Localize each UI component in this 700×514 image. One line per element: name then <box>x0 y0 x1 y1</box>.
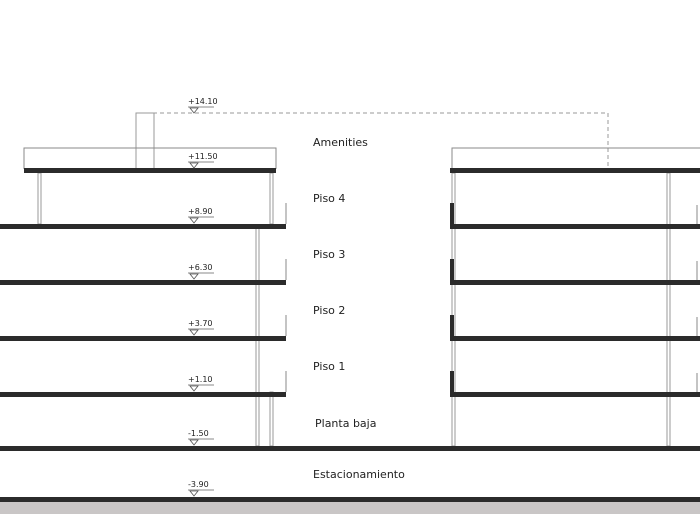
floor-label-piso-1: Piso 1 <box>313 360 345 373</box>
level-marker-8-90: +8.90 <box>188 207 214 224</box>
roof-tower <box>135 112 155 170</box>
parapet-left <box>23 147 277 169</box>
slab-piso2-left <box>0 336 286 341</box>
slab-piso2-right <box>450 336 700 341</box>
slab-amenities-left <box>24 168 276 173</box>
floor-label-amenities: Amenities <box>313 136 368 149</box>
level-label: -1.50 <box>188 429 209 438</box>
slab-piso4-right <box>450 224 700 229</box>
level-label: +3.70 <box>188 319 213 328</box>
slab-piso4-left <box>0 224 286 229</box>
slab-estacionamiento <box>0 497 700 502</box>
level-label: +1.10 <box>188 375 213 384</box>
slab-piso1-right <box>450 392 700 397</box>
upstand-right-3 <box>450 259 454 281</box>
column-left-2 <box>269 172 274 225</box>
level-label: +14.10 <box>188 97 218 106</box>
upstand-right-2 <box>450 315 454 337</box>
ground-strip <box>0 501 700 514</box>
level-label: +8.90 <box>188 207 213 216</box>
level-marker-minus-3-90: -3.90 <box>188 480 214 497</box>
floor-label-planta-baja: Planta baja <box>315 417 376 430</box>
floor-label-piso-3: Piso 3 <box>313 248 345 261</box>
roof-dashed-outline <box>153 112 609 166</box>
column-left-4 <box>269 391 274 447</box>
column-right-2 <box>666 172 671 447</box>
parapet-right <box>451 147 700 169</box>
floor-label-estacionamiento: Estacionamiento <box>313 468 405 481</box>
level-marker-3-70: +3.70 <box>188 319 214 336</box>
level-label: +11.50 <box>188 152 218 161</box>
upstand-right-1 <box>450 371 454 393</box>
level-marker-1-10: +1.10 <box>188 375 214 392</box>
floor-label-piso-2: Piso 2 <box>313 304 345 317</box>
slab-piso3-right <box>450 280 700 285</box>
slab-planta-baja <box>0 446 700 451</box>
column-left-1 <box>37 172 42 225</box>
level-marker-11-50: +11.50 <box>188 152 218 169</box>
level-marker-14-10: +14.10 <box>188 97 218 114</box>
slab-amenities-right <box>450 168 700 173</box>
slab-piso1-left <box>0 392 286 397</box>
floor-label-piso-4: Piso 4 <box>313 192 345 205</box>
level-label: -3.90 <box>188 480 209 489</box>
level-marker-6-30: +6.30 <box>188 263 214 280</box>
level-label: +6.30 <box>188 263 213 272</box>
slab-piso3-left <box>0 280 286 285</box>
upstand-right-4 <box>450 203 454 225</box>
level-marker-minus-1-50: -1.50 <box>188 429 214 446</box>
